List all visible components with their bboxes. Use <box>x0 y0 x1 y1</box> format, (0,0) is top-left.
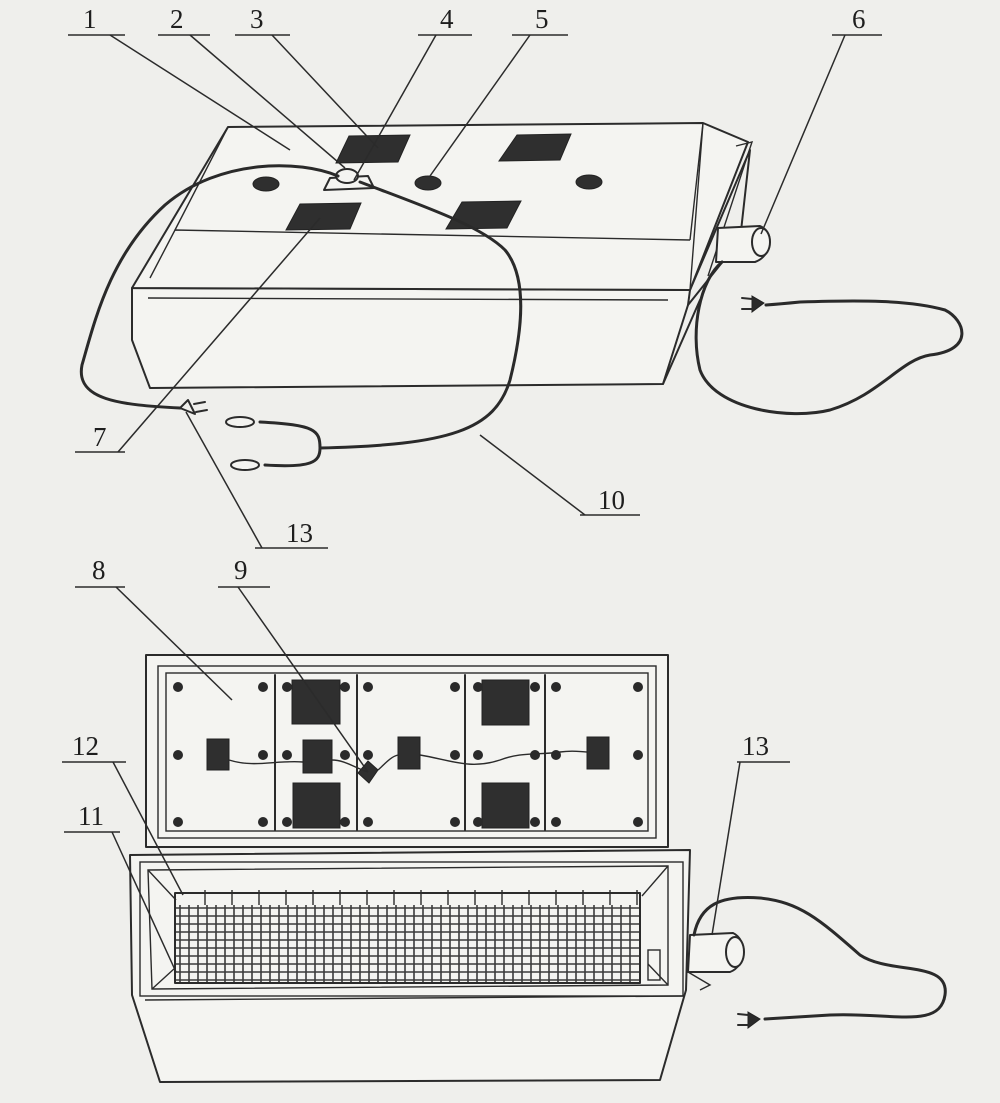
callout-12: 12 <box>72 731 99 761</box>
callout-8: 8 <box>92 555 106 585</box>
screw <box>340 750 350 760</box>
callout-7: 7 <box>93 422 107 452</box>
mains-plug <box>737 1011 761 1029</box>
screw <box>473 750 483 760</box>
heating-element <box>292 782 341 829</box>
mains-cable <box>692 895 947 1021</box>
screw <box>340 682 350 692</box>
viewing-window <box>498 133 572 162</box>
screw <box>363 750 373 760</box>
connector-block <box>397 736 421 770</box>
vent-hole <box>414 175 442 191</box>
screw <box>530 750 540 760</box>
egg-tray-mesh <box>176 890 640 982</box>
screw <box>363 682 373 692</box>
screw <box>633 750 643 760</box>
screw <box>633 817 643 827</box>
screw <box>282 750 292 760</box>
callout-labels: 1 2 3 4 5 6 7 10 13 8 9 12 11 13 <box>72 4 866 831</box>
screw <box>363 817 373 827</box>
screw <box>258 682 268 692</box>
screw <box>551 682 561 692</box>
viewing-window <box>445 200 522 230</box>
vent-hole <box>575 174 603 190</box>
screw <box>340 817 350 827</box>
screw <box>173 817 183 827</box>
screw <box>450 817 460 827</box>
callout-3: 3 <box>250 4 264 34</box>
screw <box>530 817 540 827</box>
screw <box>473 817 483 827</box>
screw <box>551 750 561 760</box>
sensor-cable <box>318 180 523 450</box>
screw <box>173 682 183 692</box>
screw <box>258 750 268 760</box>
closed-incubator <box>79 122 964 471</box>
screw <box>282 682 292 692</box>
vent-hole <box>252 176 280 192</box>
callout-13-top: 13 <box>286 518 313 548</box>
viewing-window <box>335 134 411 164</box>
mains-plug <box>741 295 765 313</box>
viewing-window <box>285 202 362 231</box>
mounting-screws <box>173 682 643 827</box>
connector-block <box>302 739 333 774</box>
callout-13-bottom: 13 <box>742 731 769 761</box>
screw <box>450 682 460 692</box>
callout-2: 2 <box>170 4 184 34</box>
incubator-tub <box>129 849 691 1083</box>
callout-leaders <box>62 34 882 973</box>
screw <box>633 682 643 692</box>
screw <box>450 750 460 760</box>
power-plug <box>179 399 208 415</box>
connector-block <box>586 736 610 770</box>
open-incubator <box>129 654 947 1083</box>
heating-element <box>481 679 530 726</box>
callout-1: 1 <box>83 4 97 34</box>
screw <box>551 817 561 827</box>
screw <box>258 817 268 827</box>
connector-block <box>206 738 230 771</box>
screw <box>530 682 540 692</box>
mains-cable <box>694 260 964 416</box>
callout-6: 6 <box>852 4 866 34</box>
callout-10: 10 <box>598 485 625 515</box>
terminal-clip <box>225 416 255 428</box>
heating-element <box>481 782 530 829</box>
callout-9: 9 <box>234 555 248 585</box>
callout-11: 11 <box>78 801 104 831</box>
screw <box>173 750 183 760</box>
terminal-clip <box>230 459 260 471</box>
screw <box>473 682 483 692</box>
incubator-lid <box>131 122 749 291</box>
callout-5: 5 <box>535 4 549 34</box>
screw <box>282 817 292 827</box>
heating-element <box>291 679 341 725</box>
callout-4: 4 <box>440 4 454 34</box>
thermostat-cable <box>79 164 340 410</box>
